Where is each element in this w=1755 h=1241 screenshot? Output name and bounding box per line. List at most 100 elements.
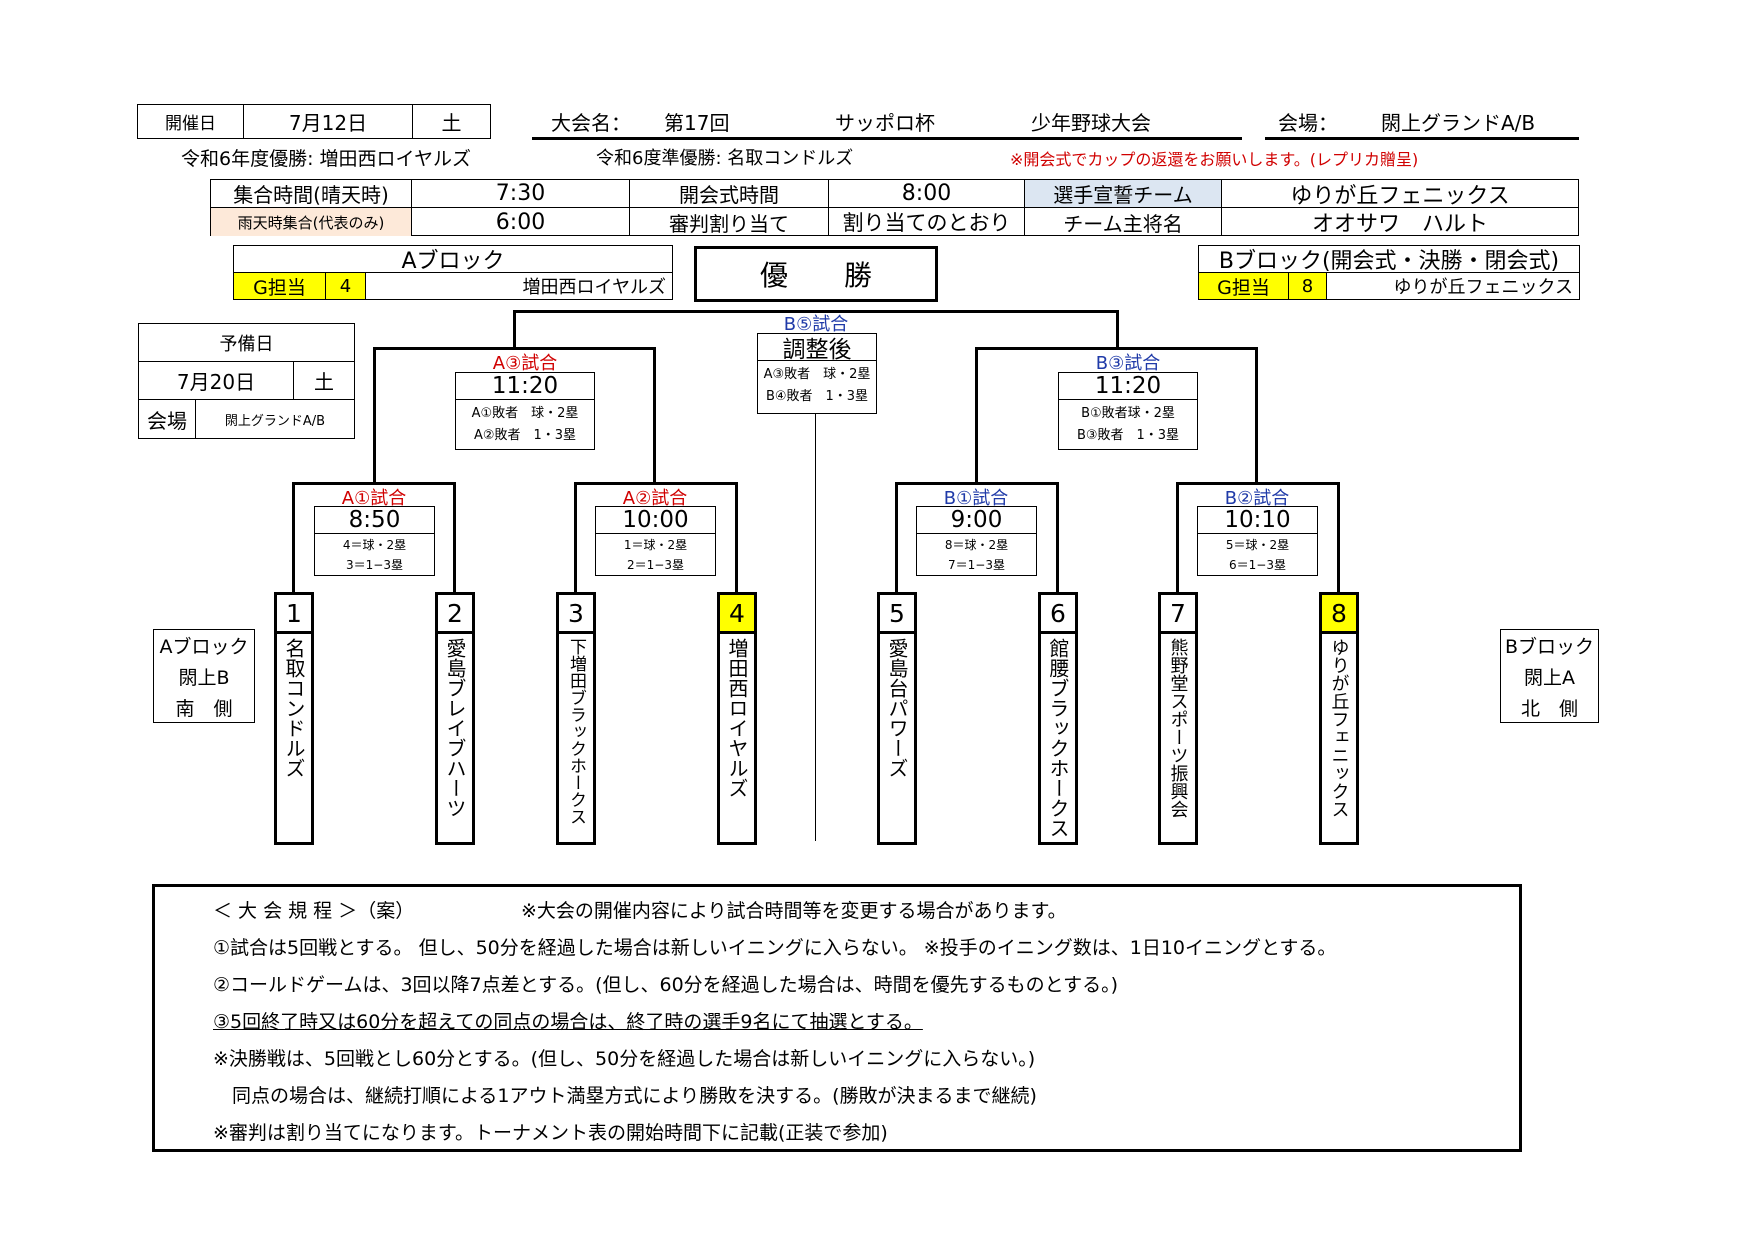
tournament-label: 大会名： [551,110,631,135]
champion-box: 優 勝 [694,246,938,302]
cup-return-notice: ※開会式でカップの返還をお願いします。(レプリカ贈呈) [1010,150,1419,169]
match-b3-time: 11:20 [1059,373,1197,400]
block-a-side-line3: 南 側 [175,697,233,720]
reserve-venue-label: 会場 [139,400,196,438]
rules-heading-note: ※大会の開催内容により試合時間等を変更する場合があります。 [521,900,1067,922]
match-b3-box: 11:20 B①敗者球・2塁 B③敗者 1・3塁 [1058,372,1198,450]
team-number: 7 [1161,595,1195,634]
match-a3-line2: A②敗者 1・3塁 [473,427,577,443]
rules-box: ＜ 大 会 規 程 ＞（案） ※大会の開催内容により試合時間等を変更する場合があ… [152,884,1522,1152]
assembly-time: 7:30 [412,180,630,208]
team-slot-5: 5 愛島台パワーズ [877,592,917,845]
match-b1-box: 9:00 8＝球・2塁 7＝1−3塁 [916,506,1037,576]
prev-runnerup: 令和6度準優勝: 名取コンドルズ [596,148,854,169]
schedule-table: 集合時間(晴天時) 7:30 開会式時間 8:00 選手宣誓チーム ゆりが丘フェ… [210,179,1579,237]
match-a2-label: A②試合 [622,488,688,509]
match-b2-line1: 5＝球・2塁 [1225,537,1290,552]
team-number: 5 [880,595,914,634]
match-a1-line2: 3＝1−3塁 [346,557,403,572]
rule-item-3: ③5回終了時又は60分を超えての同点の場合は、終了時の選手9名にて抽選とする。 [213,1011,923,1033]
block-a-panel: Aブロック G担当 4 増田西ロイヤルズ [233,245,673,300]
team-slot-6: 6 館腰ブラックホークス [1038,592,1078,845]
reserve-date: 7月20日 [139,362,294,400]
rule-item-2: ②コールドゲームは、3回以降7点差とする。(但し、60分を経過した場合は、時間を… [213,974,1119,996]
date-value: 7月12日 [243,104,413,139]
team-name: ゆりが丘フェニックス [1328,638,1350,818]
venue-value: 閖上グランドA/B [1381,110,1536,135]
venue-label: 会場： [1278,110,1338,135]
team-number: 6 [1041,595,1075,634]
prev-champion: 令和6年度優勝: 増田西ロイヤルズ [181,147,471,170]
team-name: 愛島台パワーズ [885,638,909,778]
match-a2-box: 10:00 1＝球・2塁 2＝1−3塁 [595,506,716,576]
block-b-g-num: 8 [1289,273,1327,299]
match-a1-time: 8:50 [315,507,434,534]
match-a2-time: 10:00 [596,507,715,534]
block-a-g-num: 4 [326,273,366,299]
match-final-line1: A③敗者 球・2塁 [763,366,871,382]
umpire-value: 割り当てのとおり [829,208,1025,236]
match-a1-line1: 4＝球・2塁 [342,537,407,552]
rain-time: 6:00 [412,208,630,236]
reserve-venue: 閖上グランドA/B [224,413,326,429]
tournament-name: 少年野球大会 [1031,110,1151,135]
team-name: 下増田ブラックホークス [566,638,586,825]
team-number: 4 [720,595,754,634]
team-slot-7: 7 熊野堂スポーツ振興会 [1158,592,1198,845]
match-a3-line1: A①敗者 球・2塁 [471,405,579,421]
match-a1-label: A①試合 [341,488,407,509]
rule-item-4: ※決勝戦は、5回戦とし60分とする。(但し、50分を経過した場合は新しいイニング… [213,1048,1036,1070]
block-b-side-line2: 閖上A [1524,667,1575,689]
team-number: 1 [277,595,311,634]
tournament-cup: サッポロ杯 [835,110,935,135]
weekday-value: 土 [412,104,491,139]
tournament-edition: 第17回 [664,110,730,135]
block-b-side-box: Bブロック 閖上A 北 側 [1500,629,1599,723]
rules-heading: ＜ 大 会 規 程 ＞（案） [213,900,415,922]
block-a-g-label: G担当 [234,273,326,299]
captain-name: オオサワ ハルト [1311,212,1488,237]
team-number: 3 [559,595,593,634]
ceremony-time: 8:00 [829,180,1025,208]
captain-label: チーム主将名 [1025,208,1222,236]
team-name: 愛島ブレイブハーツ [443,638,467,818]
match-b3-line2: B③敗者 1・3塁 [1076,427,1180,443]
team-name: 熊野堂スポーツ振興会 [1167,638,1189,818]
block-a-team: 増田西ロイヤルズ [522,277,666,298]
match-a2-line1: 1＝球・2塁 [623,537,688,552]
rule-item-6: ※審判は割り当てになります。トーナメント表の開始時間下に記載(正装で参加) [213,1122,888,1144]
match-final-line2: B④敗者 1・3塁 [765,388,869,404]
match-final-box: 調整後 A③敗者 球・2塁 B④敗者 1・3塁 [757,333,877,414]
block-a-side-line1: Aブロック [159,636,249,658]
ceremony-label: 開会式時間 [630,180,829,208]
oath-team: ゆりが丘フェニックス [1222,180,1578,209]
team-slot-2: 2 愛島ブレイブハーツ [435,592,475,845]
block-b-g-label: G担当 [1199,273,1289,299]
assembly-label: 集合時間(晴天時) [211,180,412,208]
block-a-side-line2: 閖上B [178,667,230,689]
match-final-label: B⑤試合 [783,314,849,335]
match-b1-line1: 8＝球・2塁 [944,537,1009,552]
match-b2-time: 10:10 [1198,507,1317,534]
match-a3-box: 11:20 A①敗者 球・2塁 A②敗者 1・3塁 [455,372,595,450]
match-a2-line2: 2＝1−3塁 [627,557,684,572]
team-name: 増田西ロイヤルズ [725,638,749,798]
rule-item-1: ①試合は5回戦とする。 但し、50分を経過した場合は新しいイニングに入らない。 … [213,937,1337,959]
team-name: 館腰ブラックホークス [1046,638,1070,838]
reserve-title: 予備日 [139,324,354,362]
oath-label: 選手宣誓チーム [1025,180,1222,208]
tournament-underline [532,137,1242,140]
team-slot-3: 3 下増田ブラックホークス [556,592,596,845]
rain-label: 雨天時集合(代表のみ) [211,208,412,236]
block-b-title: Bブロック(開会式・決勝・閉会式) [1199,246,1579,274]
match-a3-time: 11:20 [456,373,594,400]
block-a-title: Aブロック [234,246,672,274]
team-slot-4: 4 増田西ロイヤルズ [717,592,757,845]
team-slot-8: 8 ゆりが丘フェニックス [1319,592,1359,845]
match-a3-label: A③試合 [492,353,558,374]
match-b3-label: B③試合 [1095,353,1161,374]
match-b2-label: B②試合 [1224,488,1290,509]
block-b-panel: Bブロック(開会式・決勝・閉会式) G担当 8 ゆりが丘フェニックス [1198,245,1580,300]
venue-underline [1265,137,1579,140]
block-b-team: ゆりが丘フェニックス [1393,277,1573,298]
